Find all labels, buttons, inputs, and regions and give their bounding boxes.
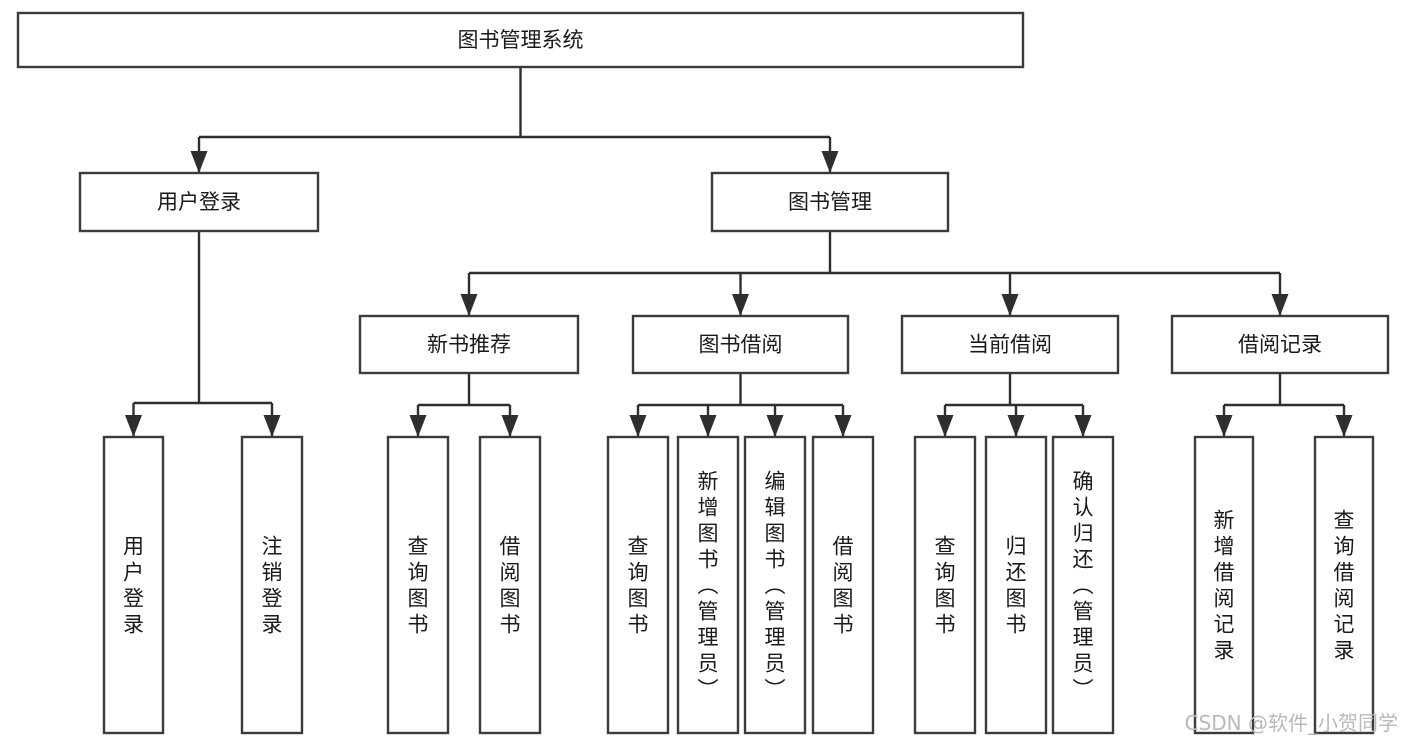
node-leaf-query-book-3[interactable]: 查询图书 [913, 435, 977, 735]
node-borrow-record[interactable]: 借阅记录 [1170, 314, 1390, 375]
node-box-new-book-recommend [358, 314, 580, 375]
arrow-icon-leaf-query-book-1 [409, 415, 427, 437]
node-label-leaf-logout-login: 注销登录 [262, 534, 283, 636]
node-box-leaf-user-login [102, 435, 165, 735]
arrow-icon-leaf-borrow-book-1 [501, 415, 519, 437]
node-leaf-add-book-admin[interactable]: 新增图书︵管理员︶ [676, 435, 740, 735]
node-leaf-query-borrow-record[interactable]: 查询借阅记录 [1313, 435, 1375, 735]
arrow-icon-leaf-query-book-3 [936, 415, 954, 437]
node-label-current-borrow: 当前借阅 [968, 333, 1052, 357]
node-label-leaf-return-book: 归还图书 [1006, 534, 1027, 636]
node-label-root: 图书管理系统 [458, 28, 584, 52]
node-leaf-edit-book-admin[interactable]: 编辑图书︵管理员︶ [743, 435, 807, 735]
node-label-leaf-query-book-3: 查询图书 [935, 534, 956, 636]
node-box-leaf-query-book-3 [913, 435, 977, 735]
node-box-leaf-add-borrow-record [1193, 435, 1255, 735]
arrow-icon-leaf-user-login [125, 415, 142, 437]
node-user-login[interactable]: 用户登录 [78, 171, 320, 233]
node-leaf-user-login[interactable]: 用户登录 [102, 435, 165, 735]
node-label-book-manage: 图书管理 [788, 190, 872, 214]
node-leaf-logout-login[interactable]: 注销登录 [240, 435, 304, 735]
arrow-icon-leaf-confirm-return-admin [1074, 415, 1092, 437]
arrow-icon-book-manage [821, 151, 839, 173]
arrow-icon-borrow-record [1271, 294, 1289, 316]
arrow-icon-new-book-recommend [460, 294, 478, 316]
node-box-book-manage [710, 171, 950, 233]
node-label-leaf-add-borrow-record: 新增借阅记录 [1214, 508, 1235, 662]
node-box-root [16, 11, 1025, 69]
node-box-leaf-edit-book-admin [743, 435, 807, 735]
node-box-leaf-query-book-2 [606, 435, 670, 735]
arrow-icon-leaf-logout-login [263, 415, 281, 437]
node-box-leaf-query-borrow-record [1313, 435, 1375, 735]
node-box-leaf-logout-login [240, 435, 304, 735]
arrow-icon-leaf-add-borrow-record [1215, 415, 1233, 437]
node-box-leaf-return-book [984, 435, 1048, 735]
node-leaf-borrow-book-1[interactable]: 借阅图书 [478, 435, 542, 735]
node-book-manage[interactable]: 图书管理 [710, 171, 950, 233]
connectors-layer [125, 67, 1353, 437]
node-new-book-recommend[interactable]: 新书推荐 [358, 314, 580, 375]
arrow-icon-leaf-query-borrow-record [1335, 415, 1353, 437]
node-root[interactable]: 图书管理系统 [16, 11, 1025, 69]
arrow-icon-leaf-query-book-2 [629, 415, 647, 437]
node-label-leaf-query-borrow-record: 查询借阅记录 [1334, 508, 1355, 662]
arrow-icon-leaf-return-book [1007, 415, 1025, 437]
arrow-icon-leaf-add-book-admin [699, 415, 717, 437]
node-label-user-login: 用户登录 [157, 190, 241, 214]
node-leaf-add-borrow-record[interactable]: 新增借阅记录 [1193, 435, 1255, 735]
node-box-leaf-query-book-1 [386, 435, 450, 735]
node-box-leaf-add-book-admin [676, 435, 740, 735]
node-leaf-query-book-1[interactable]: 查询图书 [386, 435, 450, 735]
node-box-leaf-borrow-book-2 [811, 435, 875, 735]
node-leaf-confirm-return-admin[interactable]: 确认归还︵管理员︶ [1051, 435, 1115, 735]
arrow-icon-leaf-edit-book-admin [766, 415, 784, 437]
node-leaf-borrow-book-2[interactable]: 借阅图书 [811, 435, 875, 735]
node-label-leaf-query-book-1: 查询图书 [408, 534, 429, 636]
node-box-borrow-record [1170, 314, 1390, 375]
node-label-leaf-borrow-book-1: 借阅图书 [500, 534, 521, 636]
arrow-icon-user-login [190, 151, 208, 173]
node-box-leaf-confirm-return-admin [1051, 435, 1115, 735]
node-leaf-query-book-2[interactable]: 查询图书 [606, 435, 670, 735]
node-label-borrow-record: 借阅记录 [1238, 333, 1322, 357]
node-label-leaf-borrow-book-2: 借阅图书 [833, 534, 854, 636]
node-book-borrow[interactable]: 图书借阅 [631, 314, 850, 375]
node-label-book-borrow: 图书借阅 [699, 333, 783, 357]
nodes-layer: 图书管理系统用户登录图书管理新书推荐图书借阅当前借阅借阅记录用户登录注销登录查询… [16, 11, 1390, 735]
node-label-new-book-recommend: 新书推荐 [427, 333, 511, 357]
node-label-leaf-edit-book-admin: 编辑图书︵管理员︶ [765, 469, 786, 701]
node-label-leaf-query-book-2: 查询图书 [628, 534, 649, 636]
arrow-icon-current-borrow [1001, 294, 1019, 316]
node-current-borrow[interactable]: 当前借阅 [900, 314, 1120, 375]
node-leaf-return-book[interactable]: 归还图书 [984, 435, 1048, 735]
node-label-leaf-confirm-return-admin: 确认归还︵管理员︶ [1073, 469, 1094, 701]
node-box-book-borrow [631, 314, 850, 375]
arrow-icon-book-borrow [732, 294, 749, 316]
node-box-leaf-borrow-book-1 [478, 435, 542, 735]
csdn-watermark: CSDN @软件_小贺同学 [1185, 711, 1398, 735]
node-label-leaf-add-book-admin: 新增图书︵管理员︶ [698, 469, 719, 701]
node-box-user-login [78, 171, 320, 233]
arrow-icon-leaf-borrow-book-2 [834, 415, 852, 437]
node-label-leaf-user-login: 用户登录 [123, 534, 144, 636]
node-box-current-borrow [900, 314, 1120, 375]
